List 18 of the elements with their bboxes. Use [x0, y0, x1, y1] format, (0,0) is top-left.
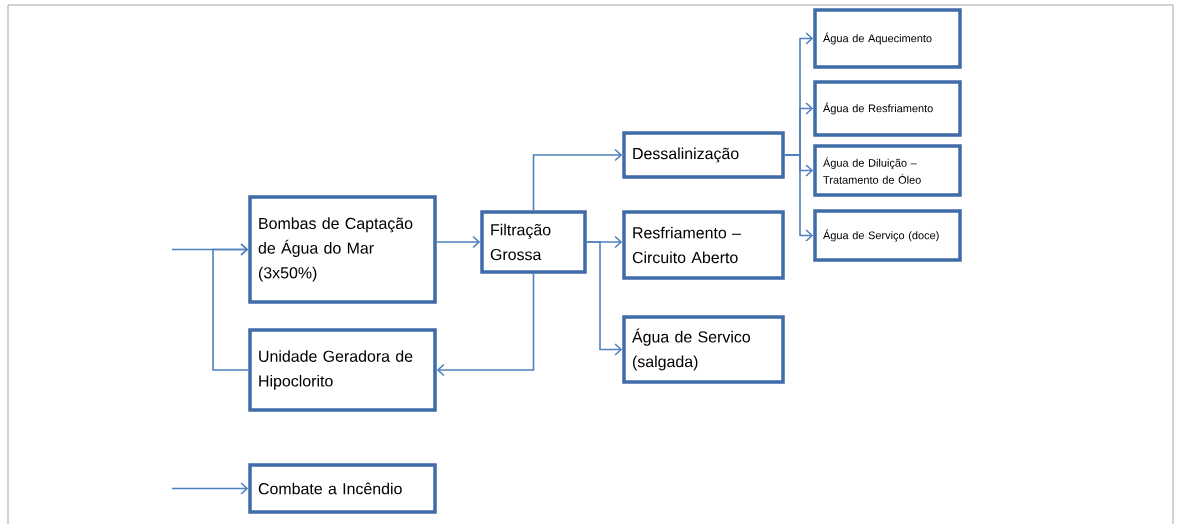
- process-box: Água de Serviço (doce): [813, 209, 962, 262]
- process-box: Dessalinização: [622, 131, 785, 179]
- arrow: [436, 272, 535, 377]
- arrow: [435, 235, 481, 249]
- process-box: Água de Resfriamento: [813, 80, 962, 137]
- process-box: Filtração Grossa: [480, 210, 587, 274]
- process-box: Combate a Incêndio: [248, 463, 437, 514]
- arrow: [212, 243, 250, 371]
- process-box: Água de Aquecimento: [813, 8, 962, 69]
- process-box: Bombas de Captação de Água do Mar (3x50%): [248, 195, 437, 304]
- process-box: Resfriamento – Circuito Aberto: [622, 210, 785, 280]
- process-box: Unidade Geradora de Hipoclorito: [248, 328, 437, 412]
- process-box: Água de Diluição – Tratamento de Óleo: [813, 144, 962, 197]
- arrow: [171, 482, 249, 495]
- process-box: Água de Servico (salgada): [622, 315, 785, 384]
- arrow: [783, 154, 814, 242]
- arrow: [585, 241, 623, 356]
- arrow: [532, 148, 623, 212]
